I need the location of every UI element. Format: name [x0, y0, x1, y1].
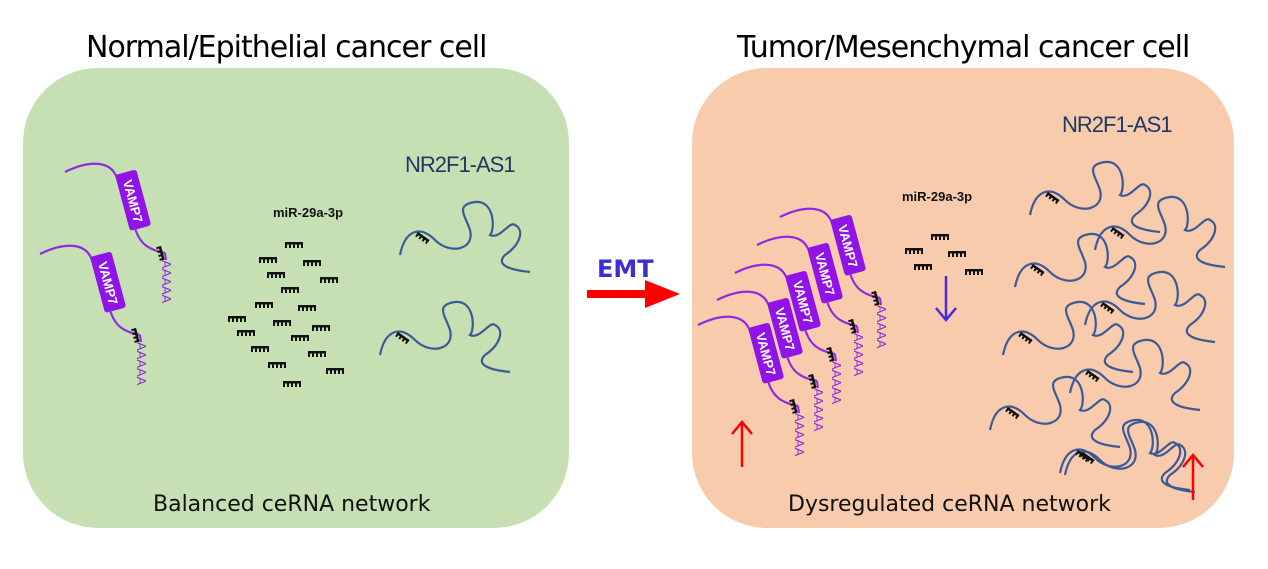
mirna-label: miR-29a-3p — [273, 205, 343, 220]
lncrna-cluster — [988, 160, 1227, 494]
mirna-cluster — [228, 242, 344, 387]
emt-arrow-icon — [587, 280, 680, 308]
mirna-cluster — [905, 234, 983, 275]
lncrna-up-arrow-icon — [1182, 453, 1204, 500]
lncrna-label: NR2F1-AS1 — [405, 152, 515, 177]
tumor-cell-title: Tumor/Mesenchymal cancer cell — [737, 30, 1190, 65]
dysregulated-network-caption: Dysregulated ceRNA network — [788, 492, 1111, 517]
vamp7-mrna — [38, 244, 151, 387]
mrna-up-arrow-icon — [731, 420, 753, 467]
nr2f1-as1-lncrna — [398, 200, 532, 274]
emt-label: EMT — [597, 255, 654, 283]
nr2f1-as1-lncrna — [378, 300, 512, 374]
balanced-network-caption: Balanced ceRNA network — [153, 492, 431, 517]
tumor-cell-panel — [692, 68, 1234, 528]
mirna-down-arrow-icon — [935, 276, 957, 322]
lncrna-label: NR2F1-AS1 — [1062, 112, 1172, 137]
mirna-label: miR-29a-3p — [902, 189, 972, 204]
normal-cell-title: Normal/Epithelial cancer cell — [86, 30, 487, 65]
